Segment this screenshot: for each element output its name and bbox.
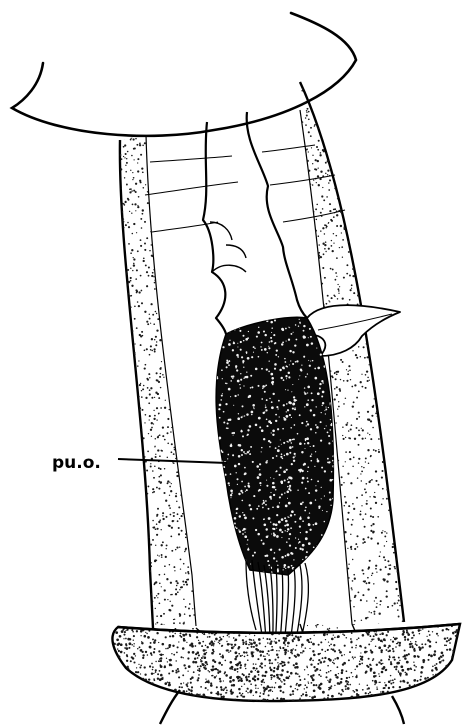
lower-left-stub	[160, 690, 180, 724]
intestine-lobe-folds	[210, 222, 246, 272]
left-wall-stipple	[109, 129, 201, 631]
lower-right-stub	[392, 696, 404, 724]
segment-lines	[145, 145, 345, 232]
inner-wall-left	[146, 135, 196, 626]
intestine-middle-lobe	[247, 112, 307, 318]
label-pu-o-text: pu.o.	[52, 453, 101, 473]
label-pu-o: pu.o.	[52, 453, 227, 473]
intestine-left-lobe	[203, 122, 226, 334]
upper-rim-outline	[12, 13, 356, 136]
body-outline-left	[120, 140, 153, 628]
